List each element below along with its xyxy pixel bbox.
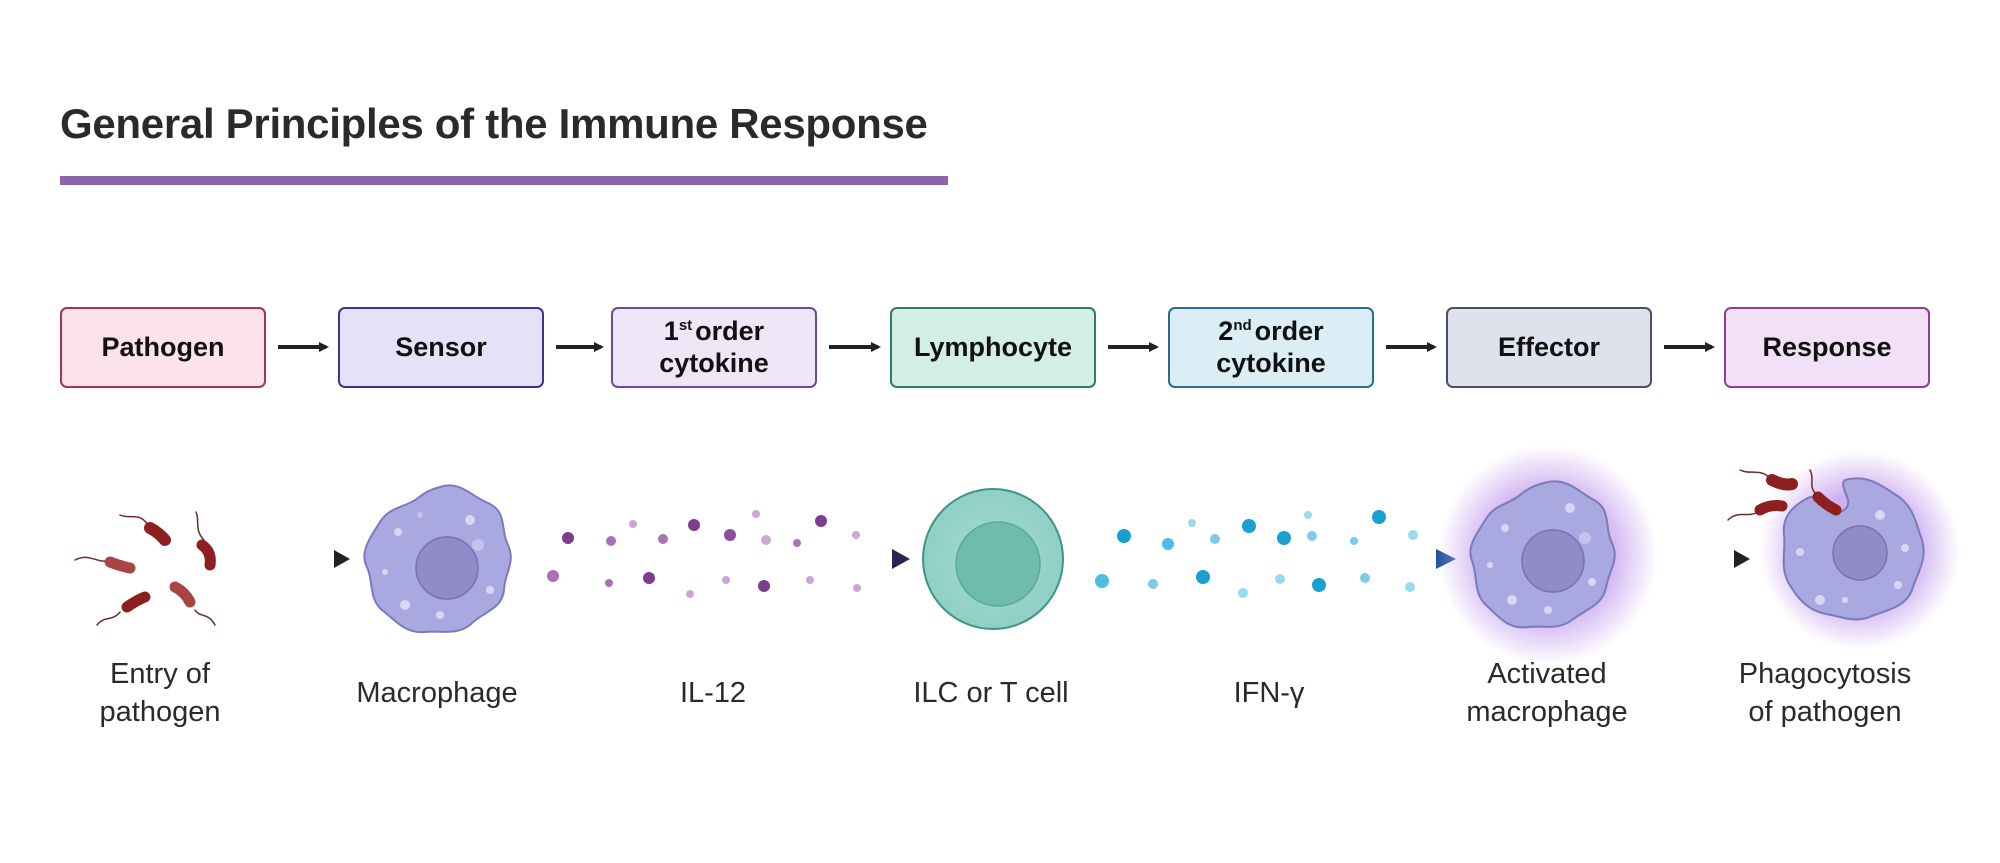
bacteria-icon	[74, 511, 216, 626]
step-box-response: Response	[1724, 307, 1930, 388]
caption-macrophage: Macrophage	[356, 677, 518, 709]
caption-entry-of-pathogen: Entry of pathogen	[99, 658, 221, 728]
step-box-sensor: Sensor	[338, 307, 544, 388]
page-title: General Principles of the Immune Respons…	[60, 100, 928, 147]
step-box-effector: Effector	[1446, 307, 1652, 388]
step-label: Pathogen	[101, 331, 225, 362]
step-label: Sensor	[395, 331, 487, 362]
caption-activated-macrophage: Activated macrophage	[1466, 658, 1628, 728]
title-underline	[60, 176, 948, 185]
ifn-gamma-molecules-icon	[1095, 510, 1418, 598]
t-cell-icon	[922, 488, 1064, 630]
il12-molecules-icon	[547, 510, 861, 598]
phagocytosis-icon	[1727, 450, 1960, 650]
activated-macrophage-icon	[1438, 445, 1658, 665]
step-label: Effector	[1497, 331, 1600, 362]
step-label: Lymphocyte	[913, 331, 1073, 362]
step-box-lymphocyte: Lymphocyte	[890, 307, 1096, 388]
caption-phagocytosis-of-pathogen: Phagocytosis of pathogen	[1738, 658, 1912, 728]
step-label: Response	[1762, 331, 1892, 362]
macrophage-icon	[363, 484, 512, 634]
caption-il12: IL-12	[679, 677, 747, 709]
caption-ilc-or-t-cell: ILC or T cell	[913, 677, 1069, 709]
step-box-pathogen: Pathogen	[60, 307, 266, 388]
caption-ifn-gamma: IFN-γ	[1233, 677, 1305, 709]
